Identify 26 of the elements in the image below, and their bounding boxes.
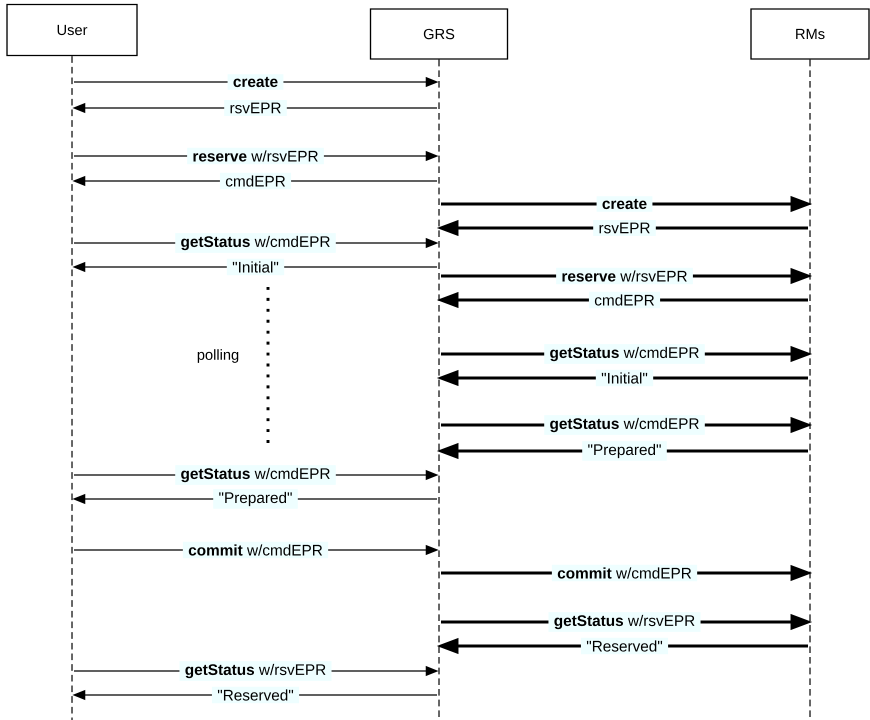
participant-lifeline: User [6,4,138,720]
participant-lifeline: GRS [370,8,508,720]
edge-label: "Initial" [596,370,654,386]
edge-label: create [596,196,652,212]
note-label: polling [198,349,238,363]
edge-label: create [228,74,284,90]
edge-label: reserve w/rsvEPR [556,268,693,284]
edge-label: "Initial" [226,258,284,276]
edge-label: cmdEPR [220,172,292,190]
edge-label: rsvEPR [593,220,656,236]
edge-label: "Reserved" [212,686,300,704]
edge-label: getStatus w/cmdEPR [544,344,705,364]
participant-lifeline: RMs [750,8,870,720]
edge-label: getStatus w/rsvEPR [179,661,332,681]
edge-label: "Prepared" [582,441,667,461]
edge-label: getStatus w/cmdEPR [175,233,336,253]
edge-label: getStatus w/rsvEPR [548,612,701,632]
edge-label: getStatus w/cmdEPR [544,415,705,435]
edge-label: commit w/cmdEPR [182,542,328,558]
edge-label: rsvEPR [224,100,287,116]
edge-label: "Reserved" [580,638,668,654]
edge-label: "Prepared" [213,489,298,509]
edge-label: commit w/cmdEPR [552,564,698,582]
edge-label: reserve w/rsvEPR [187,148,324,164]
edge-label: cmdEPR [588,292,660,308]
edge-label: getStatus w/cmdEPR [175,465,336,485]
